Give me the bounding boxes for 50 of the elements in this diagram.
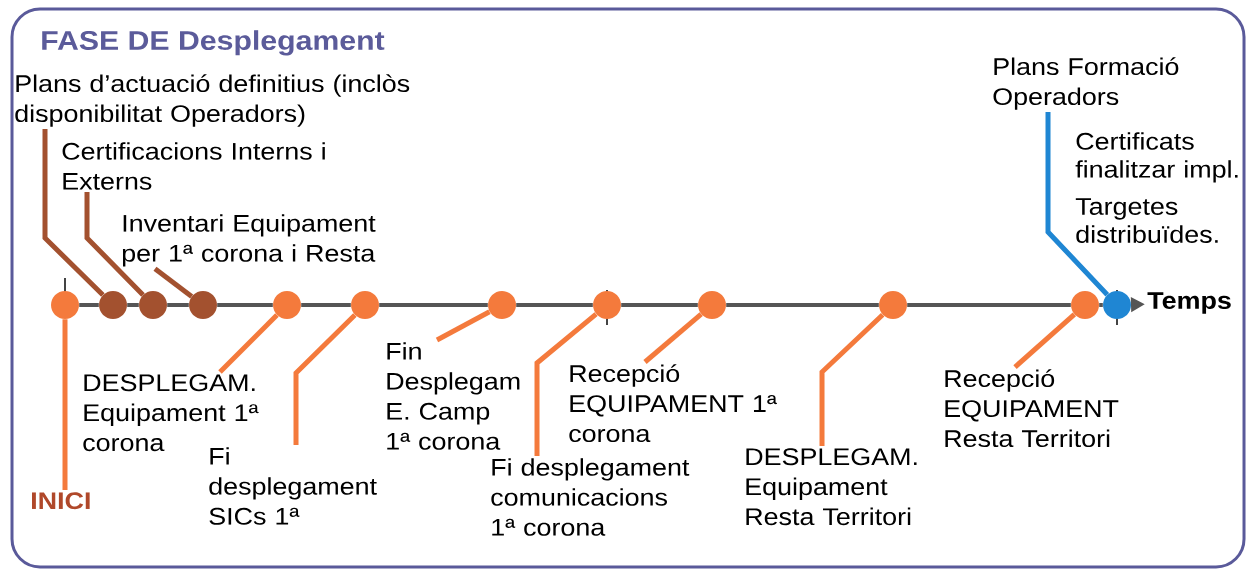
timeline-segment — [167, 303, 189, 307]
leader-line — [435, 309, 491, 343]
timeline-segment — [726, 303, 879, 307]
leader-line — [42, 129, 105, 297]
note-text: Certificats finalitzar impl. — [1075, 132, 1238, 183]
timeline-segment — [301, 303, 351, 307]
milestone-label: Plans d’actuació definitius (inclòs disponibilitat Operadors) — [15, 74, 410, 127]
title: FASE DE Desplegament — [42, 30, 385, 56]
leader-line — [218, 313, 279, 374]
note-text: Targetes distribuïdes. — [1075, 198, 1218, 243]
timeline-segment — [907, 303, 1071, 307]
milestone-dot — [99, 291, 127, 319]
leader-line — [293, 313, 357, 445]
leader-line — [1045, 112, 1110, 297]
milestone-dot — [189, 291, 217, 319]
milestone-dot — [488, 291, 516, 319]
milestone-label: DESPLEGAM. Equipament Resta Territori — [746, 448, 917, 526]
milestone-dot — [1071, 291, 1099, 319]
leader-line — [1013, 312, 1077, 369]
leader-line — [643, 312, 703, 364]
timeline-segment — [621, 303, 698, 307]
timeline-segment — [379, 303, 488, 307]
milestone-dot — [51, 291, 79, 319]
leader-line — [84, 192, 145, 297]
timeline-segment — [1099, 303, 1103, 307]
leader-line — [62, 319, 68, 490]
milestone-label: Fi desplegament comunicacions 1ª corona — [491, 458, 690, 536]
timeline-segment — [127, 303, 139, 307]
leader-line — [534, 312, 598, 456]
milestone-dot — [139, 291, 167, 319]
milestone-label: Recepció EQUIPAMENT 1ª corona — [569, 364, 777, 443]
milestone-dot — [273, 291, 301, 319]
milestone-label: Plans Formació Operadors — [993, 57, 1179, 110]
milestone-dot — [593, 291, 621, 319]
milestone-dot — [1103, 291, 1131, 319]
milestone-label: Fin Desplegam E. Camp 1ª corona — [387, 342, 520, 450]
axis-label: Temps — [1147, 292, 1231, 314]
timeline-segment — [79, 303, 99, 307]
milestone-dot — [698, 291, 726, 319]
milestone-label: Recepció EQUIPAMENT Resta Territori — [945, 369, 1119, 448]
milestone-label: Inventari Equipament per 1ª corona i Resta — [122, 214, 376, 267]
timeline-segment — [217, 303, 273, 307]
milestone-dot — [879, 291, 907, 319]
timeline-segment — [516, 303, 593, 307]
leader-line — [819, 312, 885, 446]
milestone-dot — [351, 291, 379, 319]
milestone-label: INICI — [32, 492, 90, 510]
milestone-label: Certificacions Interns i Externs — [62, 142, 325, 190]
leader-line — [153, 266, 194, 299]
milestone-label: Fi desplegament SICs 1ª — [209, 447, 377, 525]
